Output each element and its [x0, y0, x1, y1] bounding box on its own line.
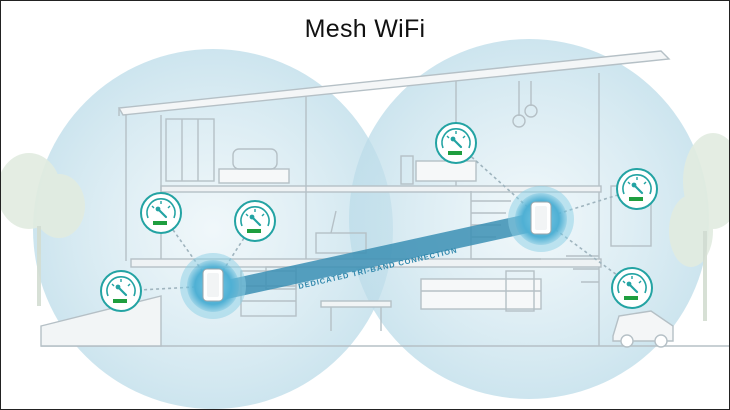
- mesh-router-right[interactable]: [508, 186, 574, 252]
- speedometer-icon: [434, 121, 478, 165]
- tree-right: [669, 133, 729, 321]
- speedometer-icon: [233, 199, 277, 243]
- speedometer-icon: [610, 266, 654, 310]
- speedometer-icon: [139, 191, 183, 235]
- mesh-router-icon: [535, 206, 547, 230]
- page-title: Mesh WiFi: [304, 15, 426, 43]
- mesh-router-icon: [207, 273, 219, 297]
- speedometer-icon: [615, 167, 659, 211]
- mesh-router-left[interactable]: [180, 253, 246, 319]
- speedometer-icon: [99, 269, 143, 313]
- tree-left: [1, 153, 85, 306]
